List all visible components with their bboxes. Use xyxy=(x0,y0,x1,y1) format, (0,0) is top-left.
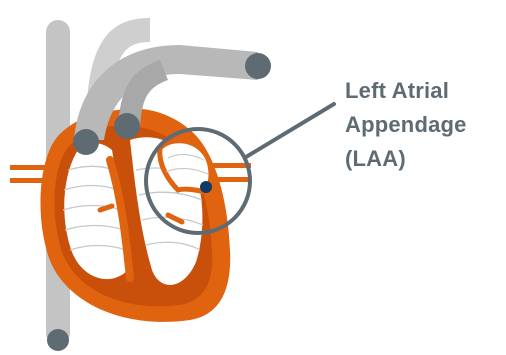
callout-leader-line xyxy=(246,104,334,157)
vessel-end-left xyxy=(73,129,99,155)
appendage-dot xyxy=(200,181,212,193)
vena-cava-end xyxy=(47,329,69,351)
vessel-end-right xyxy=(114,113,140,139)
laa-label: Left Atrial Appendage (LAA) xyxy=(345,74,505,176)
laa-label-line2: Appendage xyxy=(345,108,505,142)
laa-label-line3: (LAA) xyxy=(345,142,505,176)
aorta-end xyxy=(245,53,271,79)
laa-label-line1: Left Atrial xyxy=(345,74,505,108)
